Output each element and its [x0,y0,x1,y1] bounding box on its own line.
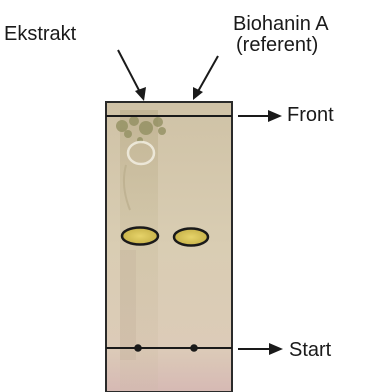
reference-spot [174,229,208,246]
start-label: Start [289,339,331,361]
front-arrow [238,110,282,122]
referent-label: (referent) [236,34,318,56]
biohanin-label: Biohanin A [233,13,329,35]
lane-dust [120,250,136,360]
label-arrow-ekstrakt [118,50,146,101]
label-arrow-biohanin [193,56,218,100]
start-arrow [238,343,283,355]
front-label: Front [287,104,334,126]
extract-spot [122,228,158,245]
ekstrakt-label: Ekstrakt [4,23,76,45]
extract-application-dot [134,344,142,352]
reference-application-dot [190,344,198,352]
